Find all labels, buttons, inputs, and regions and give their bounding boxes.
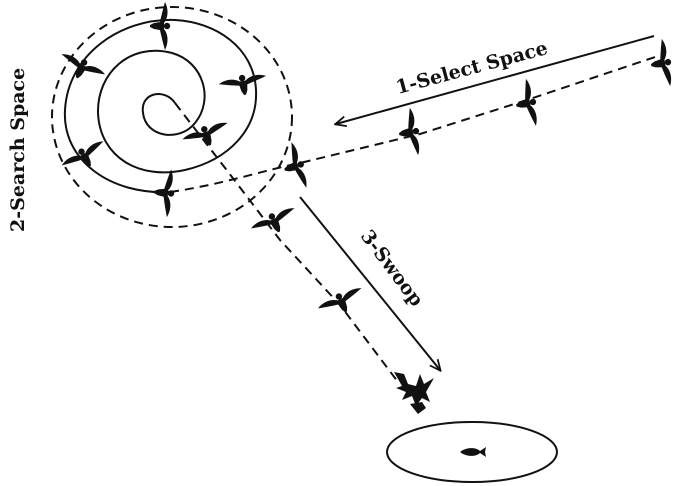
swoop-arrow (299, 196, 440, 370)
bird-icon (55, 49, 108, 89)
search-spiral-path (63, 18, 258, 194)
bird-icon (59, 136, 111, 179)
select-trajectory-line (169, 55, 659, 193)
diving-eagle-icon (394, 372, 434, 414)
swoop-trajectory-line (174, 102, 399, 383)
bird-icon (395, 106, 424, 158)
search-boundary-ellipse (51, 6, 293, 228)
bird-icon (647, 37, 676, 89)
target-ellipse (386, 421, 558, 483)
search-space-label: 2-Search Space (7, 68, 29, 232)
bird-icon (180, 118, 233, 154)
fish-icon (460, 447, 486, 457)
bird-icon (150, 2, 171, 50)
bird-icon (277, 140, 312, 193)
bird-icon (511, 77, 542, 129)
bird-icon (248, 203, 301, 243)
select-space-arrow (336, 35, 655, 124)
swoop-label: 3-Swoop (356, 226, 428, 311)
bird-icon (217, 70, 269, 99)
bird-icon (151, 168, 177, 218)
bird-icon (315, 283, 368, 323)
